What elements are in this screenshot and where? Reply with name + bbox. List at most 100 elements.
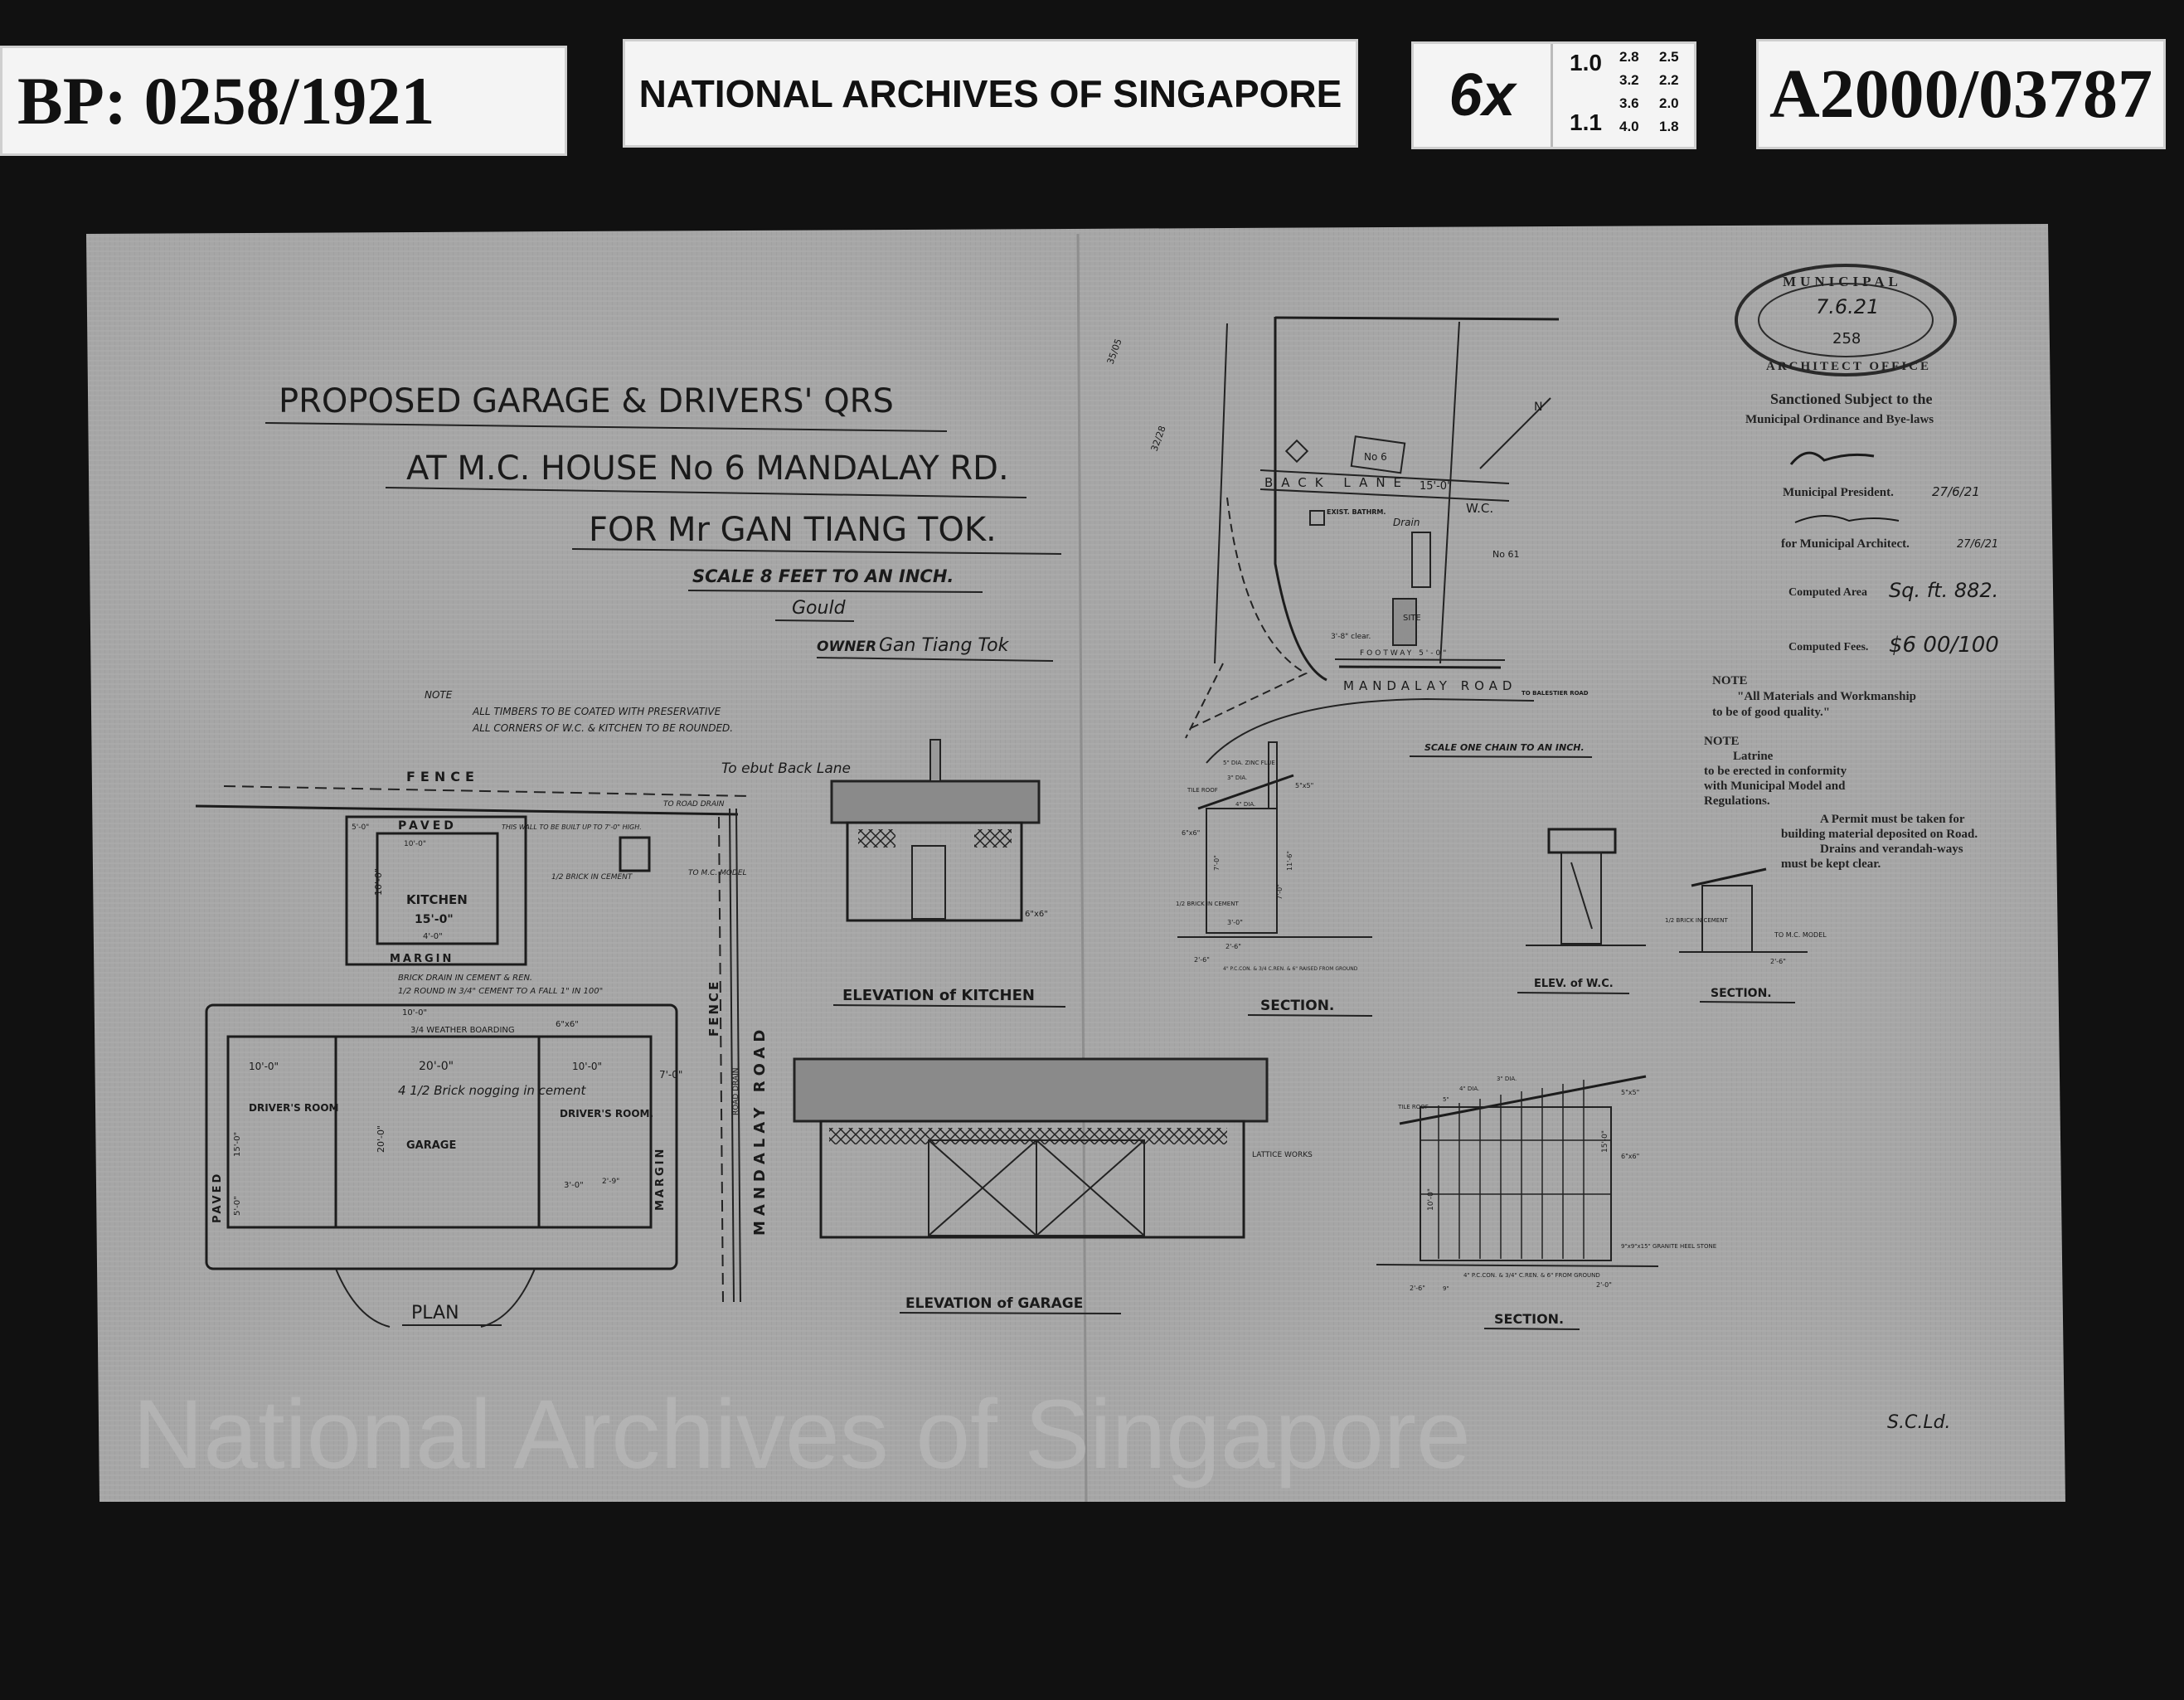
drawing-notes: NOTE ALL TIMBERS TO BE COATED WITH PRESE…	[425, 689, 733, 734]
wc-plan	[619, 836, 651, 872]
area-value: Sq. ft. 882.	[1889, 579, 1998, 602]
dimension: 20'-0"	[419, 1060, 454, 1073]
stamp-bottom-text: ARCHITECT OFFICE	[1766, 360, 1931, 373]
kitchen-label: KITCHEN	[406, 892, 468, 907]
dimension: 10'-0"	[572, 1061, 602, 1072]
plan-note: BRICK DRAIN IN CEMENT & REN.	[398, 974, 532, 983]
resolution-target: 1.0 1.1 2.8 2.5 3.2 2.2 3.6 2.0 4.0 1.8	[1553, 44, 1694, 147]
wc-section: 1/2 BRICK IN CEMENT TO M.C. MODEL 2'-6" …	[1665, 867, 1827, 1003]
section-label: 1/2 BRICK IN CEMENT	[1665, 917, 1728, 924]
dimension: 7'-0"	[659, 1069, 682, 1081]
architect-label: for Municipal Architect.	[1781, 537, 1910, 551]
plan-label: PAVED	[398, 819, 457, 833]
elevation-title: ELEVATION of GARAGE	[905, 1295, 1083, 1312]
kitchen-elevation: 6"x6" ELEVATION of KITCHEN	[830, 739, 1066, 1008]
site-label: Drain	[1393, 517, 1420, 528]
archive-name-label: NATIONAL ARCHIVES OF SINGAPORE	[623, 39, 1358, 148]
title-line-3: FOR Mr GAN TIANG TOK.	[589, 511, 997, 549]
res-label: 1.8	[1659, 119, 1679, 134]
dimension: 6"x6"	[1025, 910, 1048, 919]
sanction-text: Municipal Ordinance and Bye-laws	[1745, 413, 1934, 426]
dimension: 10'-0"	[1427, 1188, 1435, 1211]
res-label: 3.2	[1619, 72, 1639, 88]
section-label: 4" P.C.CON. & 3/4" C.REN. & 6" FROM GROU…	[1463, 1272, 1600, 1279]
dimension: 9"	[1443, 1285, 1449, 1292]
res-label: 2.0	[1659, 95, 1679, 111]
note-text: must be kept clear.	[1781, 857, 1881, 871]
res-label: 1.0	[1570, 50, 1602, 75]
initials: S.C.Ld.	[1887, 1412, 1951, 1433]
plan-note: To ebut Back Lane	[721, 760, 851, 777]
dimension: 2'-6"	[1410, 1285, 1425, 1292]
plan-note: 1/2 ROUND IN 3/4" CEMENT TO A FALL 1" IN…	[398, 987, 603, 996]
section-label: 6"x6"	[1182, 829, 1200, 837]
dimension: 3'-0"	[564, 1181, 584, 1190]
plan-note: TO ROAD DRAIN	[663, 800, 725, 809]
president-signature	[1789, 451, 1875, 465]
plan-title: PLAN	[411, 1303, 459, 1324]
section-title: SECTION.	[1494, 1311, 1564, 1327]
plan-label: PAVED	[211, 1172, 224, 1223]
dimension: 7'-0"	[1276, 884, 1284, 900]
section-label: 4" DIA.	[1235, 801, 1255, 808]
dimension: 5'-0"	[352, 823, 369, 832]
section-title: SECTION.	[1711, 987, 1772, 1000]
garage-elevation: LATTICE WORKS ELEVATION of GARAGE	[793, 1057, 1313, 1314]
res-label: 2.2	[1659, 72, 1679, 88]
dimension: 15'-0"	[1601, 1130, 1609, 1153]
plan-label: MARGIN	[390, 953, 454, 965]
area-label: Computed Area	[1788, 586, 1867, 599]
section-label: 9"x9"x15" GRANITE HEEL STONE	[1621, 1243, 1716, 1250]
note-text: Drains and verandah-ways	[1820, 843, 1963, 856]
kitchen-margin	[345, 815, 527, 966]
dimension: 2'-9"	[602, 1178, 619, 1186]
stamp-top-text: MUNICIPAL	[1783, 274, 1902, 289]
dimension: 2'-6"	[1194, 956, 1210, 964]
bp-number-label: BP: 0258/1921	[0, 46, 567, 156]
note-text: "All Materials and Workmanship	[1737, 690, 1916, 703]
dimension: 10'-0"	[404, 840, 426, 848]
wc-elevation: ELEV. of W.C.	[1517, 828, 1646, 994]
architect-signature: Gould	[792, 598, 847, 619]
note-text: to be of good quality."	[1712, 706, 1830, 719]
plan-note: 4 1/2 Brick nogging in cement	[398, 1083, 587, 1098]
watermark: National Archives of Singapore	[133, 1380, 1471, 1489]
dimension: 11'-6"	[1286, 851, 1293, 871]
section-label: 3" DIA.	[1497, 1076, 1517, 1082]
note-heading: NOTE	[1704, 735, 1740, 748]
site-plan: BACK LANE 15'-0" No 6 EXIST. BATHRM. Dra…	[1105, 316, 1593, 764]
section-label: TILE ROOF	[1397, 1104, 1429, 1110]
title-line-1: PROPOSED GARAGE & DRIVERS' QRS	[279, 382, 894, 420]
dimension: 15'-0"	[233, 1132, 242, 1157]
garage-margin	[205, 1003, 678, 1270]
note-text: to be erected in conformity	[1704, 765, 1847, 778]
site-scale: SCALE ONE CHAIN TO AN INCH.	[1424, 742, 1585, 753]
architect-date: 27/6/21	[1957, 538, 1998, 551]
dimension: 15'-0"	[415, 913, 454, 926]
kitchen-walls	[376, 832, 499, 945]
res-label: 2.8	[1619, 49, 1639, 65]
section-label: 1/2 BRICK IN CEMENT	[1176, 901, 1239, 907]
res-label: 2.5	[1659, 49, 1679, 65]
paper-fold	[1076, 233, 1088, 1503]
site-label: EXIST. BATHRM.	[1327, 508, 1386, 516]
dimension: 4'-0"	[423, 932, 443, 941]
president-date: 27/6/21	[1932, 484, 1980, 499]
fees-label: Computed Fees.	[1788, 641, 1868, 653]
kitchen-section: 5" DIA. ZINC FLUE 3" DIA. TILE ROOF 5"x5…	[1176, 741, 1373, 1017]
note-line: ALL TIMBERS TO BE COATED WITH PRESERVATI…	[472, 706, 721, 717]
note-text: building material deposited on Road.	[1781, 828, 1978, 841]
note-heading: NOTE	[425, 689, 453, 701]
dimension: 5'-0"	[233, 1196, 242, 1216]
site-label: No 61	[1492, 549, 1519, 560]
section-label: TO M.C. MODEL	[1774, 931, 1827, 939]
plan-label: FENCE	[406, 769, 479, 784]
section-title: SECTION.	[1260, 998, 1334, 1014]
reference-number-label: A2000/03787	[1756, 39, 2166, 149]
site-label: SITE	[1403, 614, 1421, 623]
site-label: 15'-0"	[1420, 480, 1452, 493]
room-label: DRIVER'S ROOM.	[560, 1108, 653, 1120]
section-label: 5"x5"	[1295, 782, 1313, 789]
